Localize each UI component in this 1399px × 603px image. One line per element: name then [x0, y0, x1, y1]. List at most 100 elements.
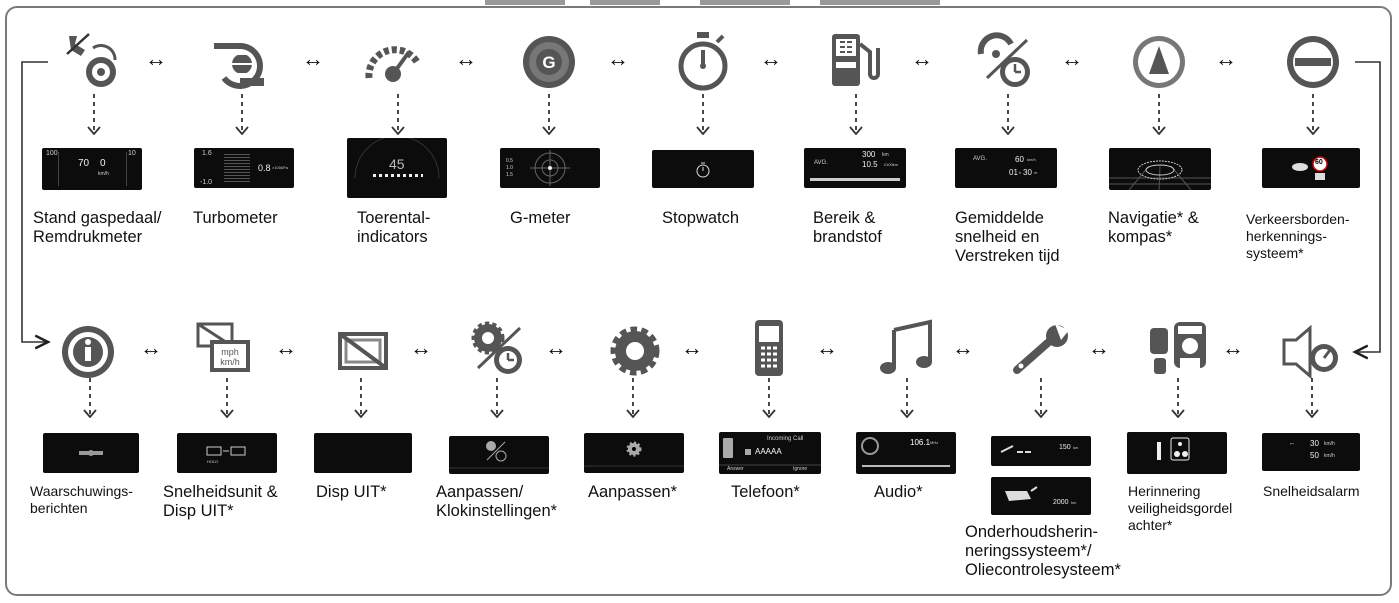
- diagram-frame: [5, 6, 1392, 596]
- bidirectional-arrow: ↔: [952, 335, 974, 360]
- down-arrow: [1171, 378, 1185, 418]
- bidirectional-arrow: ↔: [911, 46, 933, 71]
- speed-alarm-icon: [1280, 322, 1340, 382]
- label-clock: Aanpassen/ Klokinstellingen*: [436, 483, 558, 520]
- top-decoration: [820, 0, 940, 5]
- screen-avgspeed: AVG. 60 km/h 01 h 30 m: [955, 148, 1057, 188]
- bidirectional-arrow: ↔: [607, 46, 629, 71]
- top-decoration: [590, 0, 660, 5]
- avg-speed-clock-icon: [977, 30, 1037, 90]
- screen-maint-b: 2000 km: [991, 477, 1091, 515]
- down-arrow: [542, 94, 556, 135]
- down-arrow: [849, 94, 863, 135]
- bidirectional-arrow: ↔: [410, 335, 432, 360]
- bidirectional-arrow: ↔: [545, 335, 567, 360]
- label-pedal: Stand gaspedaal/ Remdrukmeter: [33, 209, 162, 246]
- bidirectional-arrow: ↔: [1215, 46, 1237, 71]
- down-arrow: [83, 378, 97, 418]
- bidirectional-arrow: ↔: [302, 46, 324, 71]
- label-rev: Toerental- indicators: [357, 209, 431, 246]
- down-arrow: [1001, 94, 1015, 135]
- down-arrow: [1034, 378, 1048, 418]
- bidirectional-arrow: ↔: [1061, 46, 1083, 71]
- bidirectional-arrow: ↔: [455, 46, 477, 71]
- compass-icon: [1129, 32, 1189, 92]
- bidirectional-arrow: ↔: [816, 335, 838, 360]
- down-arrow: [696, 94, 710, 135]
- down-arrow: [220, 378, 234, 418]
- info-icon: [58, 322, 118, 382]
- svg-text:G: G: [542, 53, 555, 72]
- down-arrow: [1152, 94, 1166, 135]
- top-decoration: [700, 0, 790, 5]
- down-arrow: [1305, 378, 1319, 418]
- screen-clock: [449, 436, 549, 474]
- label-dispoff: Disp UIT*: [316, 483, 387, 501]
- screen-audio: 106.1 MHz: [856, 432, 956, 474]
- bidirectional-arrow: ↔: [681, 335, 703, 360]
- loop-left-arrow: [21, 61, 48, 342]
- music-note-icon: [876, 318, 936, 378]
- screen-pedal: 100 10 70 0 km/h: [42, 148, 142, 190]
- bidirectional-arrow: ↔: [145, 46, 167, 71]
- display-off-icon: [334, 322, 394, 382]
- down-arrow: [391, 94, 405, 135]
- rev-indicator-icon: [363, 30, 423, 90]
- turbo-icon: [210, 32, 270, 92]
- label-speedalarm: Snelheidsalarm: [1263, 483, 1360, 499]
- screen-settings: [584, 433, 684, 473]
- loop-right-arrow: [1355, 61, 1381, 352]
- label-tsr: Verkeersborden- herkennings- systeem*: [1246, 211, 1350, 261]
- top-decoration: [485, 0, 565, 5]
- label-belt: Herinnering veiligheidsgordel achter*: [1128, 483, 1233, 533]
- seatbelt-icon: [1146, 318, 1206, 378]
- down-arrow: [762, 378, 776, 418]
- label-audio: Audio*: [874, 483, 923, 501]
- label-turbo: Turbometer: [193, 209, 278, 227]
- screen-stopwatch: [652, 150, 754, 188]
- label-range: Bereik & brandstof: [813, 209, 882, 246]
- bidirectional-arrow: ↔: [760, 46, 782, 71]
- down-arrow: [1306, 94, 1320, 135]
- traffic-sign-icon: [1283, 32, 1343, 92]
- screen-belt: [1127, 432, 1227, 474]
- screen-phone: Incoming Call AAAAA Answer Ignore: [719, 432, 821, 474]
- screen-dispoff: [314, 433, 412, 473]
- screen-warn: [43, 433, 139, 473]
- gear-icon: [604, 320, 664, 380]
- fuel-pump-icon: [826, 30, 886, 90]
- label-unit: Snelheidsunit & Disp UIT*: [163, 483, 278, 520]
- down-arrow: [490, 378, 504, 418]
- svg-text:mph: mph: [221, 347, 239, 357]
- wrench-icon: [1011, 320, 1071, 380]
- screen-rev: 45: [347, 138, 447, 198]
- down-arrow: [87, 94, 101, 135]
- bidirectional-arrow: ↔: [1222, 335, 1244, 360]
- screen-turbo: 1.6 -1.0 0.8 ×100kPa: [194, 148, 294, 188]
- down-arrow: [235, 94, 249, 135]
- label-nav: Navigatie* & kompas*: [1108, 209, 1199, 246]
- g-meter-icon: G: [519, 32, 579, 92]
- screen-tsr: 60: [1262, 148, 1360, 188]
- gear-clock-icon: [468, 318, 528, 378]
- speed-unit-icon: mph km/h: [194, 320, 254, 380]
- phone-icon: [745, 316, 805, 376]
- down-arrow: [626, 378, 640, 418]
- label-phone: Telefoon*: [731, 483, 800, 501]
- label-warn: Waarschuwings- berichten: [30, 483, 133, 516]
- screen-range: 300 km AVG. 10.5 l/100km: [804, 148, 906, 188]
- label-gmeter: G-meter: [510, 209, 571, 227]
- down-arrow: [900, 378, 914, 418]
- screen-gmeter: 0.5 1.0 1.5: [500, 148, 600, 188]
- stopwatch-icon: [673, 30, 733, 91]
- bidirectional-arrow: ↔: [1088, 335, 1110, 360]
- label-settings: Aanpassen*: [588, 483, 677, 501]
- screen-unit: HOLD: [177, 433, 277, 473]
- label-maint: Onderhoudsherin- neringssysteem*/ Olieco…: [965, 523, 1121, 579]
- bidirectional-arrow: ↔: [140, 335, 162, 360]
- bidirectional-arrow: ↔: [275, 335, 297, 360]
- screen-maint-a: 150 km: [991, 436, 1091, 466]
- down-arrow: [354, 378, 368, 418]
